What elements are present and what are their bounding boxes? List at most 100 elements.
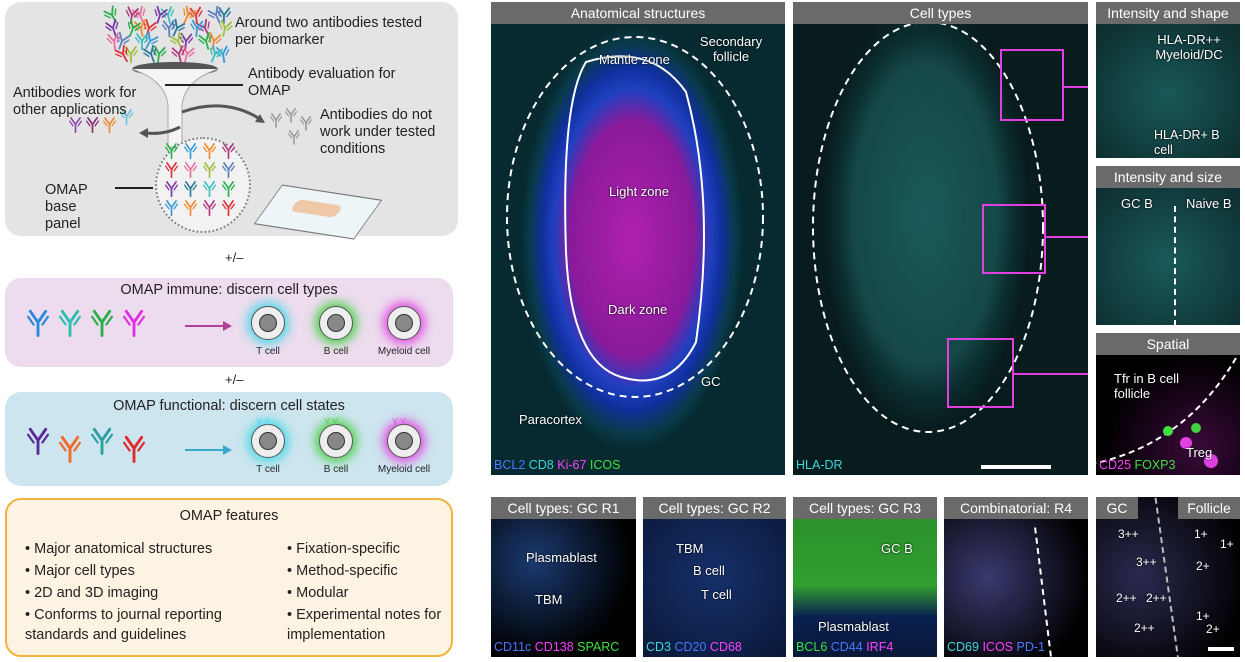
antibody-icon <box>300 116 312 131</box>
channel-legend: CD25 FOXP3 <box>1099 458 1175 472</box>
antibody-icon <box>116 31 130 50</box>
features-right: Fixation-specific Method-specific Modula… <box>287 538 452 645</box>
antibody-icon <box>285 108 297 123</box>
antibody-icon <box>184 200 197 216</box>
gc-r1-panel: Cell types: GC R1 Plasmablast TBM CD11c … <box>491 497 636 657</box>
antibody-icon <box>222 200 235 216</box>
feature-item: Conforms to journal reporting standards … <box>25 604 265 645</box>
failed-antibodies <box>270 107 315 157</box>
antibody-icon <box>222 143 235 159</box>
cell-count-label: 2++ <box>1134 621 1155 635</box>
light-zone-label: Light zone <box>609 184 669 199</box>
antibody-icon <box>288 130 300 145</box>
cell-label: Myeloid cell <box>377 464 431 475</box>
antibody-icon <box>106 32 121 51</box>
follicle-title: Follicle <box>1178 497 1240 519</box>
antibody-icon <box>165 181 178 197</box>
antibody-icon <box>27 309 49 337</box>
antibody-icon <box>59 309 81 337</box>
base-panel-antibodies <box>165 142 245 222</box>
antibody-icon <box>125 6 140 25</box>
antibody-evaluation-box: Around two antibodies tested per biomark… <box>5 2 458 240</box>
hla-dr-low-label: HLA-DR+ B cell <box>1154 128 1220 157</box>
leader-line <box>115 187 153 189</box>
antibody-icon <box>218 19 233 38</box>
channel-label: SPARC <box>577 640 620 654</box>
antibody-icon <box>203 162 216 178</box>
cell-count-label: 3++ <box>1118 527 1139 541</box>
tbm-label: TBM <box>535 592 563 607</box>
antibody-icon <box>114 44 128 63</box>
feature-item: Method-specific <box>287 560 452 582</box>
cell-count-label: 1+ <box>1194 527 1208 541</box>
antibody-icon <box>198 32 212 51</box>
feature-item: Experimental notes for implementation <box>287 604 452 645</box>
feature-item: Modular <box>287 582 452 604</box>
antibody-icon <box>203 200 216 216</box>
other-apps-label: Antibodies work for other applications <box>13 85 137 118</box>
intensity-size-panel: Intensity and size GC B Naive B <box>1096 166 1240 325</box>
functional-title: OMAP functional: discern cell states <box>113 398 345 414</box>
not-work-label: Antibodies do not work under tested cond… <box>320 107 436 157</box>
antibody-icon <box>181 45 195 64</box>
cell-count-label: 1+ <box>1220 537 1234 551</box>
antibody-cloud <box>103 5 235 74</box>
channel-label: HLA-DR <box>796 458 843 472</box>
features-left: Major anatomical structures Major cell t… <box>25 538 265 645</box>
antibody-icon <box>69 117 82 133</box>
evaluation-label: Antibody evaluation for OMAP <box>248 66 396 99</box>
channel-label: CD3 <box>646 640 675 654</box>
panel-title: Cell types: GC R1 <box>491 497 636 519</box>
scale-bar <box>981 465 1051 469</box>
arrows <box>139 104 265 138</box>
tissue-slide <box>253 184 383 240</box>
combinatorial-r4-panel: Combinatorial: R4 CD69 ICOS PD-1 <box>944 497 1088 657</box>
antibody-icon <box>209 44 224 63</box>
plus-minus: +/– <box>225 250 244 265</box>
arrow-icon <box>185 325 227 327</box>
cell-myeloid-cell: Myeloid cell <box>374 306 434 357</box>
channel-legend: BCL6 CD44 IRF4 <box>796 640 893 654</box>
features-title: OMAP features <box>179 508 279 524</box>
scale-bar <box>1208 647 1234 651</box>
channel-label: BCL6 <box>796 640 831 654</box>
paracortex-label: Paracortex <box>519 412 582 427</box>
channel-label: CD69 <box>947 640 983 654</box>
tbm-label: TBM <box>676 541 704 556</box>
tfr-label: Tfr in B cell follicle <box>1114 371 1180 401</box>
channel-label: CD25 <box>1099 458 1135 472</box>
panel-title: Spatial <box>1096 333 1240 355</box>
panel-title: Cell types: GC R3 <box>793 497 937 519</box>
antibody-icon <box>105 18 119 37</box>
antibody-icon <box>203 181 216 197</box>
plus-minus: +/– <box>225 372 244 387</box>
gc-r3-panel: Cell types: GC R3 GC B Plasmablast BCL6 … <box>793 497 937 657</box>
antibody-icon <box>190 19 205 38</box>
panel-title: Cell types: GC R2 <box>643 497 786 519</box>
plasmablast-label: Plasmablast <box>526 550 597 565</box>
cell-label: B cell <box>323 464 349 475</box>
working-antibodies <box>69 109 139 144</box>
gc-b-label: GC B <box>881 541 913 556</box>
channel-label: IRF4 <box>866 640 894 654</box>
channel-label: ICOS <box>589 458 621 472</box>
antibody-icon <box>91 309 113 337</box>
channel-label: PD-1 <box>1016 640 1045 654</box>
naive-b-label: Naive B <box>1186 196 1232 211</box>
antibody-icon <box>222 181 235 197</box>
antibody-icon <box>59 435 81 463</box>
gc-title: GC <box>1096 497 1138 519</box>
immune-title: OMAP immune: discern cell types <box>120 282 338 298</box>
feature-item: Major anatomical structures <box>25 538 265 560</box>
antibody-icon <box>135 33 149 51</box>
immune-antibodies <box>27 308 167 348</box>
cell-label: T cell <box>256 346 280 357</box>
gc-b-label: GC B <box>1121 196 1153 211</box>
cell-count-label: 2++ <box>1146 591 1167 605</box>
plasmablast-label: Plasmablast <box>818 619 889 634</box>
antibody-icon <box>183 5 197 24</box>
hla-dr-high-label: HLA-DR++ Myeloid/DC <box>1155 32 1223 62</box>
channel-label: CD138 <box>534 640 578 654</box>
